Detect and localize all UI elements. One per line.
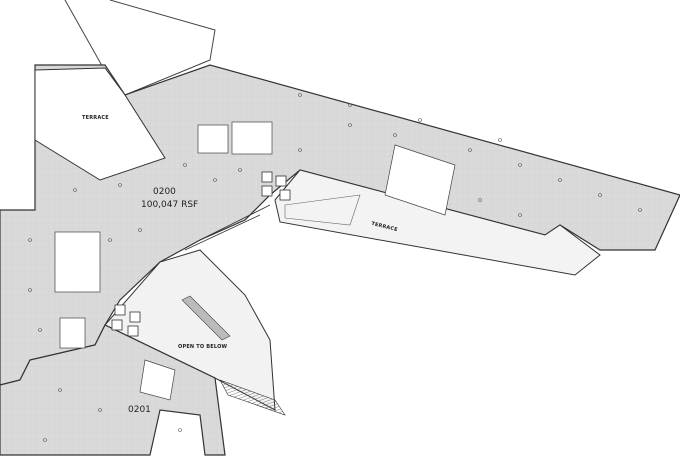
column [138, 228, 142, 232]
core-west [54, 231, 101, 349]
column [73, 188, 77, 192]
core-south [139, 359, 176, 401]
column [108, 238, 112, 242]
column [518, 163, 522, 167]
column [43, 438, 47, 442]
hatched-ramp [219, 379, 286, 416]
suite-0200-floor [0, 64, 680, 386]
column [498, 138, 502, 142]
elevator-banks [111, 171, 291, 337]
column [98, 408, 102, 412]
column [518, 213, 522, 217]
column [348, 103, 352, 107]
core-north [197, 121, 273, 155]
terrace-east [274, 169, 601, 276]
suite-0201-number: 0201 [128, 405, 151, 415]
column [418, 118, 422, 122]
column [468, 148, 472, 152]
column [478, 198, 482, 202]
terrace-east-planter [284, 194, 361, 226]
column [298, 93, 302, 97]
suite-0200-area: 100,047 RSF [141, 200, 199, 210]
column-grid [28, 93, 642, 442]
core-east [384, 144, 456, 216]
terrace-north-label: TERRACE [82, 115, 109, 121]
terrace-north [34, 67, 166, 181]
column [118, 183, 122, 187]
column [238, 168, 242, 172]
column [638, 208, 642, 212]
bridge-corridor [184, 204, 271, 251]
column [348, 123, 352, 127]
column [558, 178, 562, 182]
open-stair [181, 295, 231, 341]
column [28, 288, 32, 292]
column [28, 238, 32, 242]
column [298, 148, 302, 152]
column [213, 178, 217, 182]
column [58, 388, 62, 392]
column [598, 193, 602, 197]
suite-0200-number: 0200 [153, 187, 176, 197]
column [393, 133, 397, 137]
column [178, 428, 182, 432]
column [38, 328, 42, 332]
column [183, 163, 187, 167]
open-to-below-label: OPEN TO BELOW [178, 344, 228, 350]
suite-0201-floor [0, 324, 226, 456]
